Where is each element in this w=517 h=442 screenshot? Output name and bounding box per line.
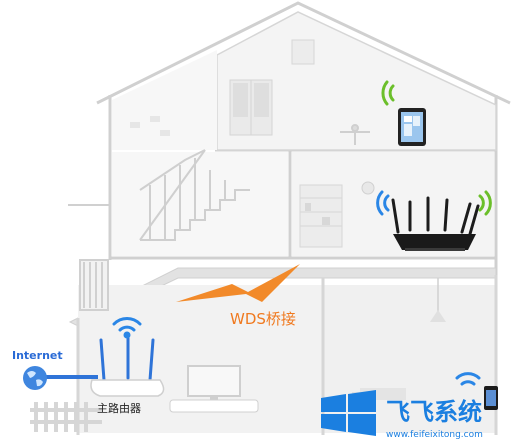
watermark: 飞飞系统 www.feifeixitong.com [321,390,483,440]
wall-shelves [130,116,170,136]
router-icon [391,196,480,251]
router-icon [90,334,165,397]
tablet-icon [398,108,426,146]
signal-icon [112,317,142,339]
stair-room [112,152,288,256]
internet-label: Internet [12,349,63,362]
signal-icon [455,372,481,386]
watermark-url: www.feifeixitong.com [386,430,483,440]
wds-label: WDS桥接 [230,310,296,328]
signal-icon [376,190,492,216]
ceiling-lamp [430,278,446,322]
balcony [68,204,110,311]
tv [169,365,259,413]
wall-clock [361,181,375,195]
main-router-label: 主路由器 [97,401,141,415]
attic-table [340,124,370,145]
roof-outline [96,1,511,105]
wds-lightning-bolt [176,264,300,302]
bookshelf [299,184,343,248]
wardrobe [229,79,273,136]
windows-logo-icon [321,390,376,436]
watermark-brand: 飞飞系统 [386,398,482,426]
globe-icon [23,366,47,390]
attic-window [291,39,315,65]
signal-icon [381,80,395,106]
phone-icon [484,386,498,410]
staircase [139,149,250,241]
fence [30,402,102,432]
